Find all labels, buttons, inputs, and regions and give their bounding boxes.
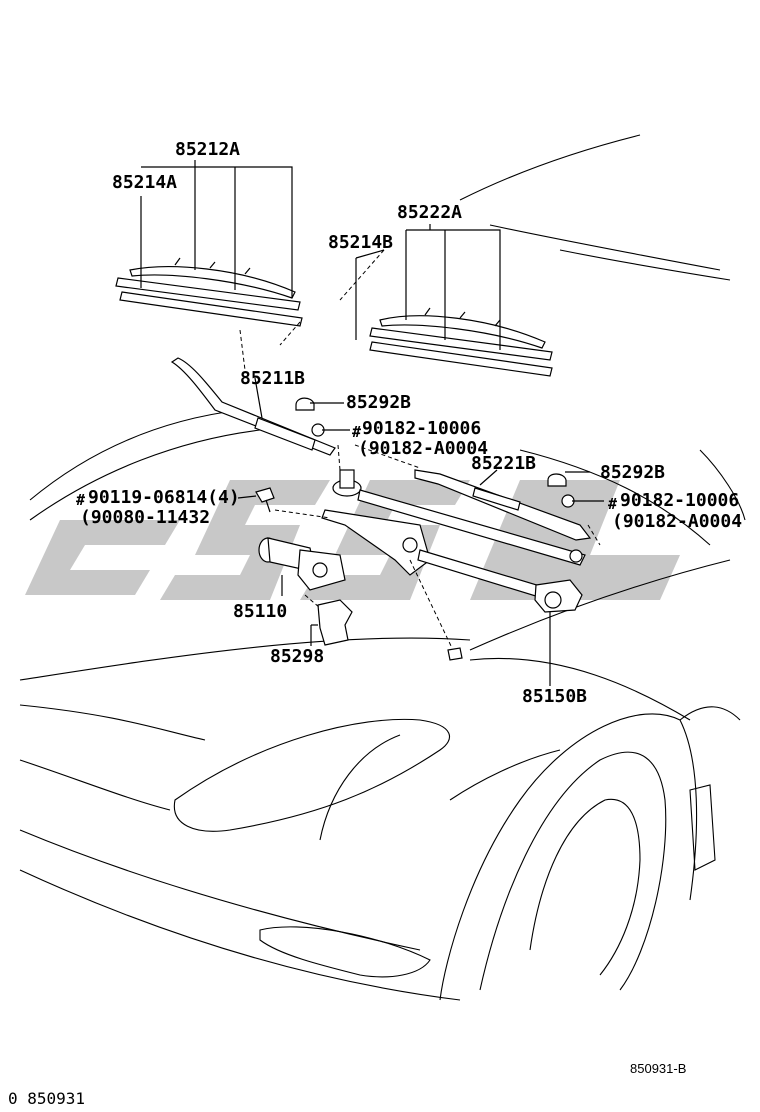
label-85211b: 85211B: [240, 368, 305, 389]
part-labels: 85212A 85214A 85222A 85214B 85211B 85292…: [76, 139, 742, 707]
label-85214a: 85214A: [112, 172, 177, 193]
wiper-linkage: [321, 469, 586, 613]
car-body-outline: [19, 134, 746, 1001]
wiper-motor: [258, 537, 346, 591]
label-85214b: 85214B: [328, 232, 393, 253]
label-85110: 85110: [233, 601, 287, 622]
label-85292b-left: 85292B: [346, 392, 411, 413]
reference-code: 850931-B: [630, 1061, 686, 1076]
left-wiper-blade: [115, 257, 303, 327]
label-90080-11432: (90080-11432: [80, 507, 210, 528]
label-90182-a0004-right: (90182-A0004: [612, 511, 742, 532]
label-90182-10006-right: 90182-10006: [620, 490, 739, 511]
hash-marker-right: #: [608, 495, 617, 513]
label-85150b: 85150B: [522, 686, 587, 707]
left-wiper-arm: [170, 357, 336, 456]
right-wiper-arm: [414, 469, 592, 541]
dashed-guides: [239, 249, 601, 649]
label-85222a: 85222A: [397, 202, 462, 223]
label-85212a: 85212A: [175, 139, 240, 160]
hash-marker-left: #: [352, 423, 361, 441]
page-code: 0 850931: [8, 1089, 85, 1108]
label-90119-06814: 90119-06814(4): [88, 487, 240, 508]
label-85221b: 85221B: [471, 453, 536, 474]
hash-marker-bolt: #: [76, 491, 85, 509]
label-85298: 85298: [270, 646, 324, 667]
bolts: [255, 487, 463, 661]
label-90182-a0004-left: (90182-A0004: [358, 438, 488, 459]
label-85292b-right: 85292B: [600, 462, 665, 483]
leader-lines: [140, 160, 604, 686]
right-wiper-blade: [369, 307, 553, 377]
label-90182-10006-left: 90182-10006: [362, 418, 481, 439]
motor-bracket: [317, 599, 353, 646]
